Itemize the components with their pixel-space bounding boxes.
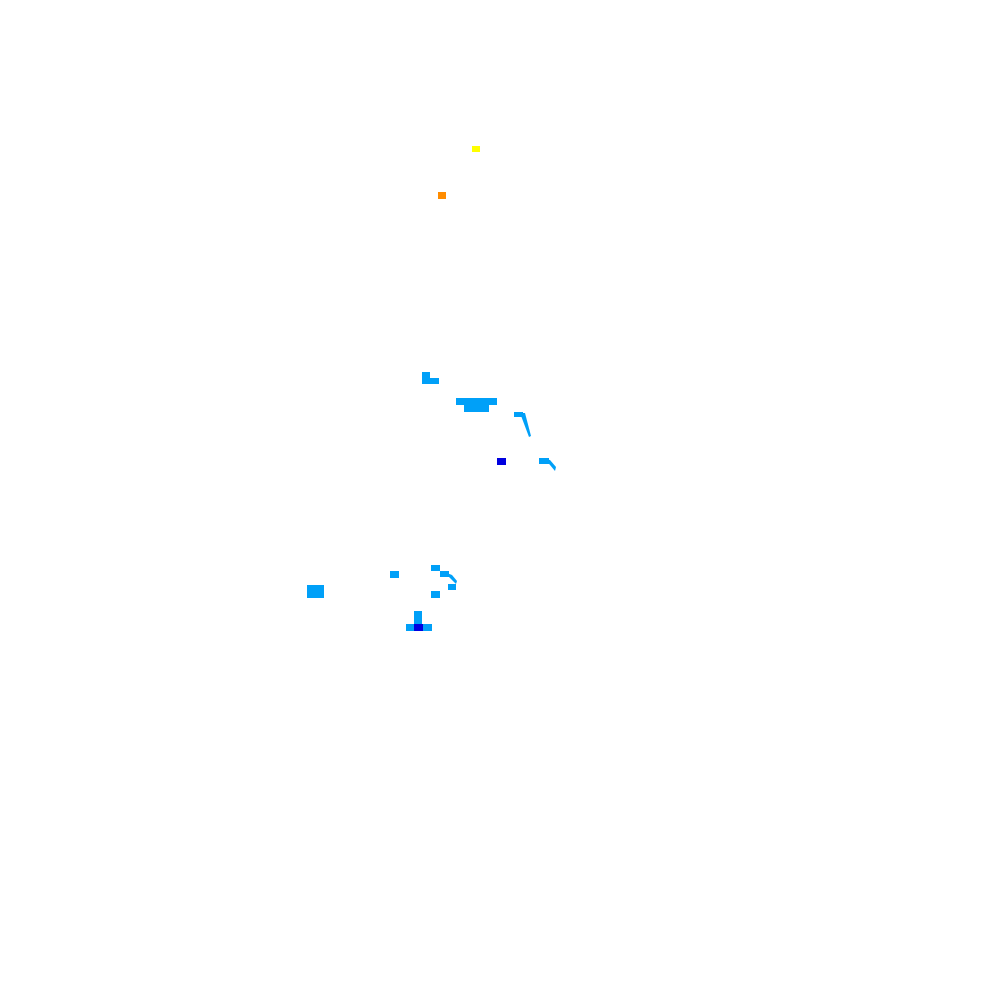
cluster-patch (414, 611, 422, 625)
yellow-marker (472, 146, 480, 152)
cluster-patch (448, 584, 456, 590)
dark-blue-marker (497, 458, 506, 465)
central-cluster (422, 372, 556, 471)
cluster-patch (440, 571, 449, 577)
cluster-patch (431, 565, 440, 571)
cluster-patch (390, 571, 399, 578)
cluster-patch (539, 458, 549, 464)
cluster-patch (514, 412, 523, 417)
dark-blue-marker (414, 624, 423, 631)
cluster-patch (456, 398, 497, 405)
cluster-patch (422, 378, 439, 384)
cluster-patch (464, 404, 489, 412)
cluster-patch (431, 591, 440, 598)
cluster-patch (422, 372, 430, 380)
cluster-streak (447, 573, 457, 584)
cluster-streak (545, 459, 556, 471)
cluster-streak (520, 413, 531, 437)
cluster-patch (307, 585, 324, 598)
orange-marker (438, 192, 446, 199)
